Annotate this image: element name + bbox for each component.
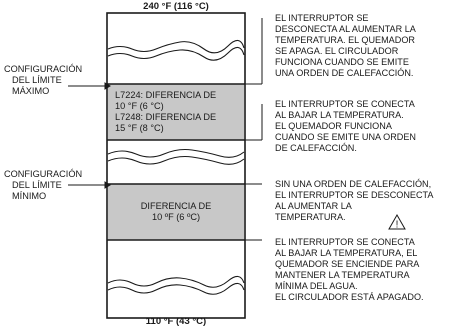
max-limit-line-3: MÁXIMO <box>12 86 50 96</box>
break-bottom-upper <box>107 275 245 288</box>
note-2-line-1: EL INTERRUPTOR SE CONECTA <box>275 99 415 109</box>
note-1-line-4: SE APAGA. EL CIRCULADOR <box>275 46 399 56</box>
break-bottom-lower <box>107 282 245 295</box>
min-limit-line-2: DEL LÍMITE <box>12 180 62 190</box>
note-2-line-5: DE CALEFACCIÓN. <box>275 143 357 153</box>
max-limit-line-1: CONFIGURACIÓN <box>4 64 83 74</box>
note-2-line-2: AL BAJAR LA TEMPERATURA. <box>275 110 404 120</box>
max-band-line-3: L7248: DIFERENCIA DE <box>115 112 217 122</box>
max-leader-arrow <box>104 82 111 90</box>
note-4-line-6: EL CIRCULADOR ESTÁ APAGADO. <box>275 292 424 302</box>
left-leaders <box>68 82 111 189</box>
note-4-line-2: AL BAJAR LA TEMPERATURA, EL <box>275 248 418 258</box>
note-1-line-1: EL INTERRUPTOR SE <box>275 13 369 23</box>
note-3-line-1: SIN UNA ORDEN DE CALEFACCIÓN, <box>275 179 432 189</box>
temp-bottom-label: 110 °F (43 °C) <box>145 316 207 327</box>
min-limit-line-3: MÍNIMO <box>12 191 47 201</box>
break-top-lower <box>107 46 245 61</box>
max-band-line-4: 15 °F (8 °C) <box>115 123 164 133</box>
min-band-line-2: 10 ºF (6 ºC) <box>151 212 201 222</box>
warning-triangle-icon <box>388 213 406 230</box>
max-limit-line-2: DEL LÍMITE <box>12 75 62 85</box>
note-1-line-3: TEMPERATURA. EL QUEMADOR <box>275 35 415 45</box>
max-limit-band <box>108 84 244 140</box>
note-4-line-3: QUEMADOR SE ENCIENDE PARA <box>275 259 420 269</box>
column-frame <box>106 12 246 319</box>
note-2-line-4: CUANDO SE EMITE UNA ORDEN <box>275 132 416 142</box>
max-band-line-1: L7224: DIFERENCIA DE <box>115 90 217 100</box>
min-band-line-1: DIFERENCIA DE <box>140 201 212 211</box>
warning-symbol: ! <box>396 220 399 231</box>
note-1-line-6: UNA ORDEN DE CALEFACCIÓN. <box>275 68 414 78</box>
note-3-line-3: AL AUMENTAR LA <box>275 201 352 211</box>
break-mid-upper <box>107 148 245 158</box>
note-4-line-4: MANTENER LA TEMPERATURA <box>275 270 410 280</box>
note-3-line-4: TEMPERATURA. <box>275 212 346 222</box>
min-leader-arrow <box>104 181 111 189</box>
note-3-line-2: EL INTERRUPTOR SE DESCONECTA <box>275 190 434 200</box>
note-4-line-5: MÍNIMA DEL AGUA. <box>275 281 358 291</box>
break-top-upper <box>107 39 245 54</box>
scale-breaks <box>107 39 245 295</box>
temp-top-label: 240 °F (116 °C) <box>143 1 209 12</box>
right-leaders <box>245 18 263 241</box>
note-2-line-3: EL QUEMADOR FUNCIONA <box>275 121 392 131</box>
note-1-line-2: DESCONECTA AL AUMENTAR LA <box>275 24 416 34</box>
note-4-line-1: EL INTERRUPTOR SE CONECTA <box>275 237 415 247</box>
min-limit-band <box>108 184 244 240</box>
min-limit-line-1: CONFIGURACIÓN <box>4 169 83 179</box>
max-band-line-2: 10 °F (6 °C) <box>115 101 164 111</box>
break-mid-lower <box>107 155 245 165</box>
note-1-line-5: FUNCIONA CUANDO SE EMITE <box>275 57 409 67</box>
